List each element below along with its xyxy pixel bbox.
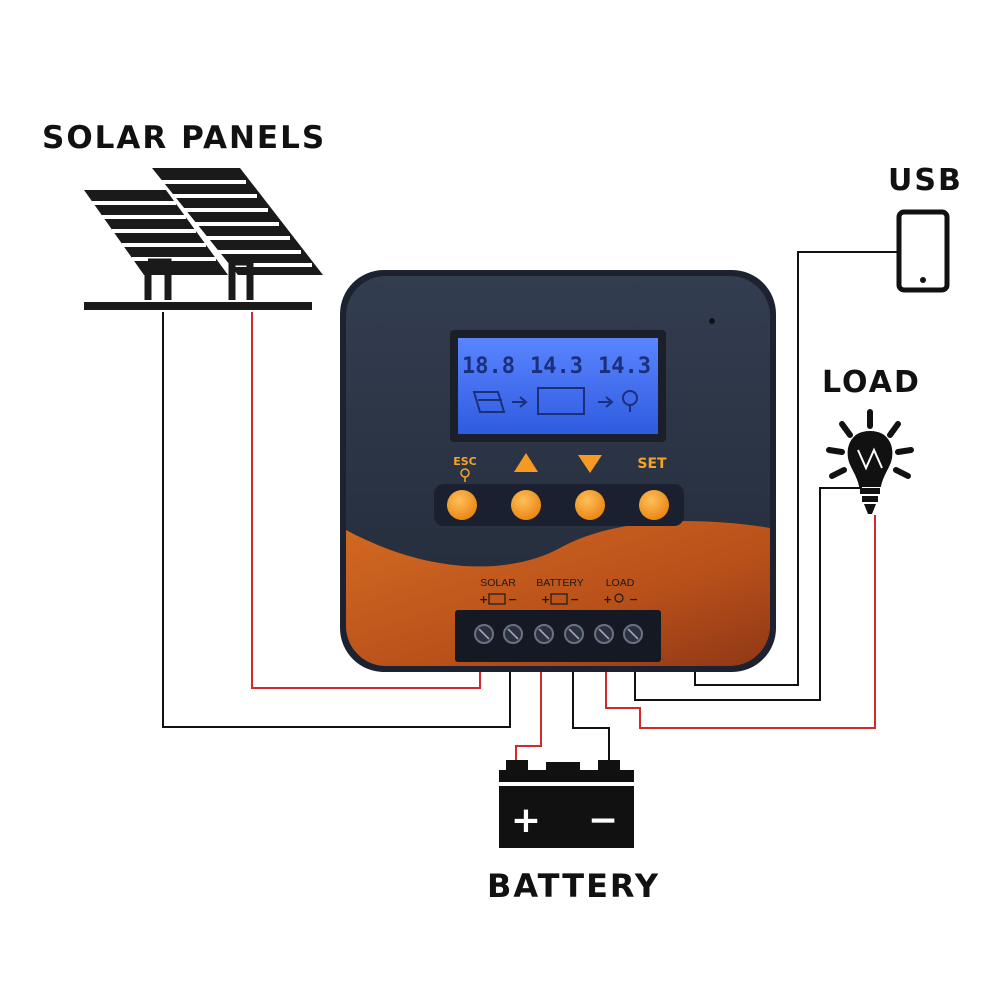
svg-text:+: + [541,593,550,606]
terminal-label-battery: BATTERY [536,577,583,589]
esc-icon [460,468,470,482]
terminal-screw[interactable] [534,624,554,644]
solar-panel-icon [84,168,323,310]
down-button[interactable] [575,490,605,520]
battery-icon: + − [499,760,634,848]
terminal-label-solar: SOLAR [480,577,516,589]
svg-text:−: − [508,593,517,606]
terminal-load-icon [614,593,624,603]
terminal-screw[interactable] [503,624,523,644]
set-button[interactable] [639,490,669,520]
charge-controller: 18.8 14.3 14.3 ESC SET SOLAR BA [340,270,776,672]
wire-battery-positive [515,668,542,768]
battery-plus-sign: + [511,800,541,841]
lcd-arrow-icon-2 [598,396,614,408]
terminal-screw[interactable] [474,624,494,644]
usb-label: USB [888,163,963,198]
load-label: LOAD [822,365,921,400]
svg-text:+: + [603,593,612,606]
terminal-screw[interactable] [594,624,614,644]
svg-text:−: − [570,593,579,606]
wire-load-negative [634,487,862,701]
lcd-reading-battery: 14.3 [530,354,583,379]
battery-label: BATTERY [487,867,660,905]
terminal-screws [474,624,643,644]
button-strip [434,484,684,526]
terminal-battery-icon [550,593,568,605]
terminal-polarity-marks: + − + − + − [479,593,638,606]
lcd-solar-icon [472,391,506,413]
wire-load-positive [605,515,876,729]
terminal-block [455,610,661,662]
wires [162,251,897,768]
wire-usb [694,251,897,686]
terminal-screw[interactable] [623,624,643,644]
lcd-battery-icon [537,387,585,415]
terminal-label-load: LOAD [606,577,635,589]
set-label: SET [637,456,667,472]
up-arrow-icon [514,453,538,472]
wire-solar-positive [251,312,481,689]
lcd-reading-solar: 18.8 [462,354,515,379]
bulb-icon [826,409,914,514]
esc-label: ESC [453,455,477,468]
battery-minus-sign: − [588,800,618,841]
wire-solar-negative [162,312,511,728]
svg-text:−: − [629,593,638,606]
lcd-screen [458,338,658,434]
solar-panel-back [152,168,323,275]
down-arrow-icon [578,455,602,473]
terminal-screw[interactable] [564,624,584,644]
lcd-reading-load: 14.3 [598,354,651,379]
wire-battery-negative [572,668,610,768]
esc-button[interactable] [447,490,477,520]
terminal-solar-icon [488,593,506,605]
solar-panels-label: SOLAR PANELS [42,120,326,156]
lcd-arrow-icon [512,396,528,408]
up-button[interactable] [511,490,541,520]
solar-panel-front [84,190,228,275]
phone-icon [896,209,950,293]
status-led [709,318,715,324]
lcd-icons [472,387,638,415]
svg-text:+: + [479,593,488,606]
